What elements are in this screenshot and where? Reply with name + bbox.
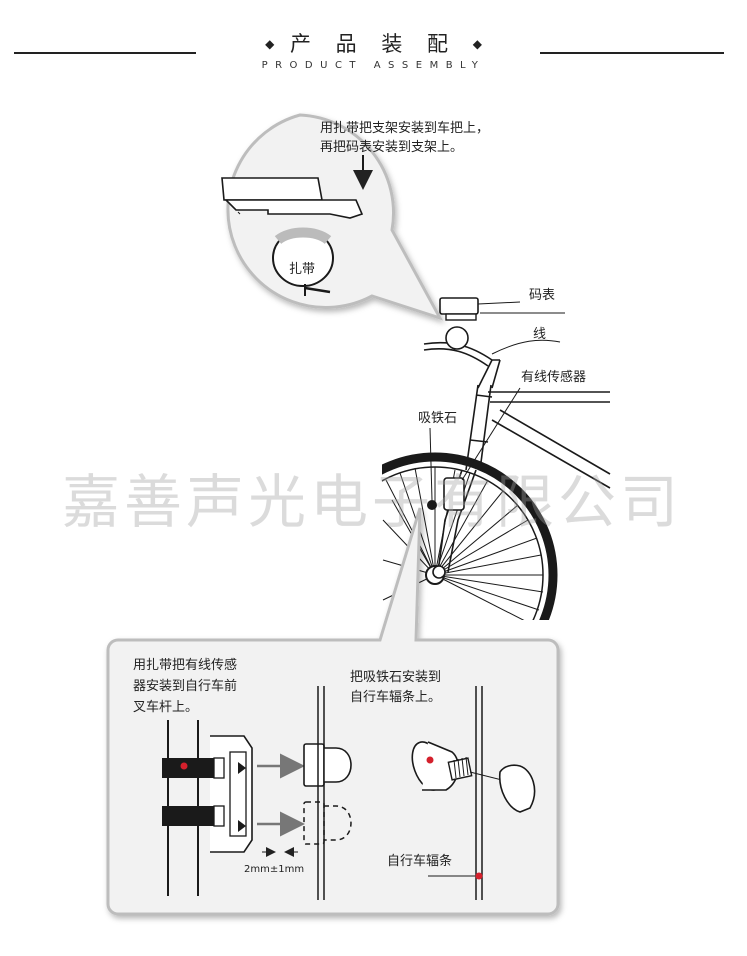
sensor-instruction-line3: 叉车杆上。 <box>133 700 199 715</box>
wire-label: 线 <box>533 327 547 342</box>
section-subtitle: PRODUCT ASSEMBLY <box>261 60 486 71</box>
spoke-label: 自行车辐条 <box>387 854 453 869</box>
bike-computer <box>439 297 521 350</box>
magnet-label: 吸铁石 <box>418 411 458 426</box>
magnet-instruction-line2: 自行车辐条上。 <box>350 690 442 705</box>
strap-label: 扎带 <box>289 262 316 277</box>
computer-label: 码表 <box>529 288 556 303</box>
header-rule-right <box>540 52 724 54</box>
sensor-instruction-line1: 用扎带把有线传感 <box>133 658 238 673</box>
magnet-dot <box>427 500 437 510</box>
magnet-instruction-line1: 把吸铁石安装到 <box>350 670 442 685</box>
strap-callout <box>221 113 444 321</box>
section-title: ◆ 产 品 装 配 ◆ <box>0 28 747 58</box>
diamond-icon: ◆ <box>472 37 482 51</box>
bike-frame <box>423 339 611 579</box>
wired-sensor <box>443 387 521 511</box>
watermark-text: 嘉善声光电子有限公司 <box>62 468 683 536</box>
header-rule-left <box>14 52 196 54</box>
bracket-instruction-line1: 用扎带把支架安装到车把上， <box>320 121 490 136</box>
wired-sensor-label: 有线传感器 <box>521 370 587 385</box>
section-title-text: 产 品 装 配 <box>289 32 458 56</box>
bracket-instruction-line2: 再把码表安装到支架上。 <box>320 140 464 155</box>
bottom-panel <box>106 507 560 916</box>
diamond-icon: ◆ <box>265 37 275 51</box>
gap-label: 2mm±1mm <box>244 864 305 875</box>
sensor-instruction-line2: 器安装到自行车前 <box>133 679 238 694</box>
